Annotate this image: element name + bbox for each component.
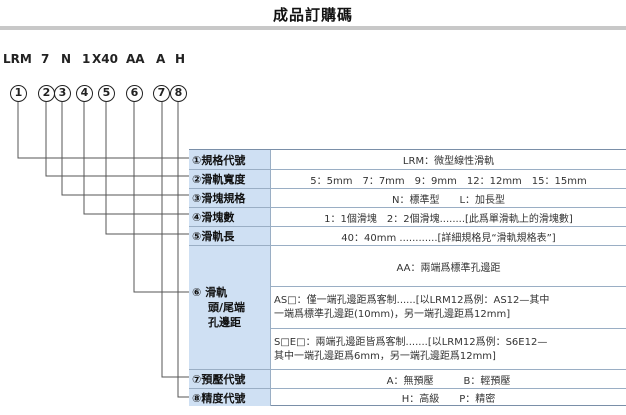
row-label: ①規格代號: [189, 150, 271, 169]
option-text: AA：兩端爲標準孔邊距: [396, 262, 501, 274]
row-label-line: 孔邊距: [208, 316, 241, 329]
marker-1: 1: [10, 85, 27, 102]
connector-2: [45, 102, 189, 177]
connector-4: [83, 102, 189, 215]
code-segment-preload: A: [156, 52, 166, 66]
row-label: ⑤滑軌長: [189, 227, 271, 245]
marker-8: 8: [170, 85, 187, 102]
hole-pitch-option-se: S□E□：兩端孔邊距皆爲客制.......[以LRM12爲例：S6E12— 其中…: [271, 328, 626, 370]
row-value: 5：5mm 7：7mm 9：9mm 12：12mm 15：15mm: [310, 175, 587, 187]
spec-row-accuracy: ⑧精度代號 H：高級 P：精密: [189, 388, 626, 406]
connector-3: [61, 102, 189, 196]
code-segment-block-count: 1: [82, 52, 91, 66]
connector-6: [133, 102, 189, 293]
code-segment-length: X40: [92, 52, 118, 66]
row-label-line: 頭/尾端: [208, 301, 246, 314]
row-label: ⑧精度代號: [189, 389, 271, 406]
marker-4: 4: [76, 85, 93, 102]
option-text: 其中一端孔邊距爲6mm，另一端孔邊距爲12mm]: [274, 351, 496, 362]
connector-5: [105, 102, 189, 235]
row-label: ④滑塊數: [189, 208, 271, 226]
hole-pitch-option-aa: AA：兩端爲標準孔邊距: [271, 246, 626, 286]
code-segment-accuracy: H: [175, 52, 186, 66]
title-underline: [0, 26, 626, 30]
connector-1: [17, 102, 189, 159]
option-text: 一端爲標準孔邊距(10mm)，另一端孔邊距爲12mm]: [274, 309, 511, 320]
marker-5: 5: [98, 85, 115, 102]
spec-row-series: ①規格代號 LRM：微型線性滑軌: [189, 150, 626, 169]
row-value: LRM：微型線性滑軌: [402, 156, 495, 167]
row-value: A：無預壓 B：輕預壓: [386, 375, 511, 387]
marker-6: 6: [126, 85, 143, 102]
hole-pitch-option-as: AS□：僅一端孔邊距爲客制......[以LRM12爲例：AS12—其中 一端爲…: [271, 286, 626, 328]
connector-8: [177, 102, 189, 398]
spec-row-rail-length: ⑤滑軌長 40：40mm ............[詳細規格見“滑軌規格表”]: [189, 226, 626, 245]
row-label: ②滑軌寬度: [189, 170, 271, 188]
marker-3: 3: [54, 85, 71, 102]
row-value: H：高級 P：精密: [401, 394, 496, 405]
spec-row-rail-width: ②滑軌寬度 5：5mm 7：7mm 9：9mm 12：12mm 15：15mm: [189, 169, 626, 188]
row-label: ⑦預壓代號: [189, 370, 271, 388]
option-text: S□E□：兩端孔邊距皆爲客制.......[以LRM12爲例：S6E12—: [274, 337, 548, 348]
code-segment-series: LRM: [3, 52, 32, 66]
code-segment-width: 7: [41, 52, 50, 66]
spec-row-preload: ⑦預壓代號 A：無預壓 B：輕預壓: [189, 369, 626, 388]
code-segment-block-type: N: [61, 52, 72, 66]
option-text: AS□：僅一端孔邊距爲客制......[以LRM12爲例：AS12—其中: [274, 295, 550, 306]
marker-2: 2: [38, 85, 55, 102]
row-label: ③滑塊規格: [189, 189, 271, 207]
row-value: 1：1個滑塊 2：2個滑塊........[此爲單滑軌上的滑塊數]: [324, 213, 573, 225]
page-title: 成品訂購碼: [272, 6, 353, 24]
spec-table: ①規格代號 LRM：微型線性滑軌 ②滑軌寬度 5：5mm 7：7mm 9：9mm…: [189, 149, 626, 406]
spec-row-block-type: ③滑塊規格 N：標準型 L：加長型: [189, 188, 626, 207]
connector-7: [161, 102, 189, 378]
row-value: 40：40mm ............[詳細規格見“滑軌規格表”]: [341, 232, 556, 244]
spec-row-end-hole-pitch: ⑥ 滑軌 頭/尾端 孔邊距 AA：兩端爲標準孔邊距 AS□：僅一端孔邊距爲客制.…: [189, 245, 626, 369]
row-value: N：標準型 L：加長型: [391, 194, 506, 206]
code-segment-hole-pitch: AA: [126, 52, 145, 66]
row-label-multiline: ⑥ 滑軌 頭/尾端 孔邊距: [189, 246, 271, 369]
row-label-line: ⑥ 滑軌: [192, 286, 228, 299]
spec-row-block-count: ④滑塊數 1：1個滑塊 2：2個滑塊........[此爲單滑軌上的滑塊數]: [189, 207, 626, 226]
marker-7: 7: [153, 85, 170, 102]
